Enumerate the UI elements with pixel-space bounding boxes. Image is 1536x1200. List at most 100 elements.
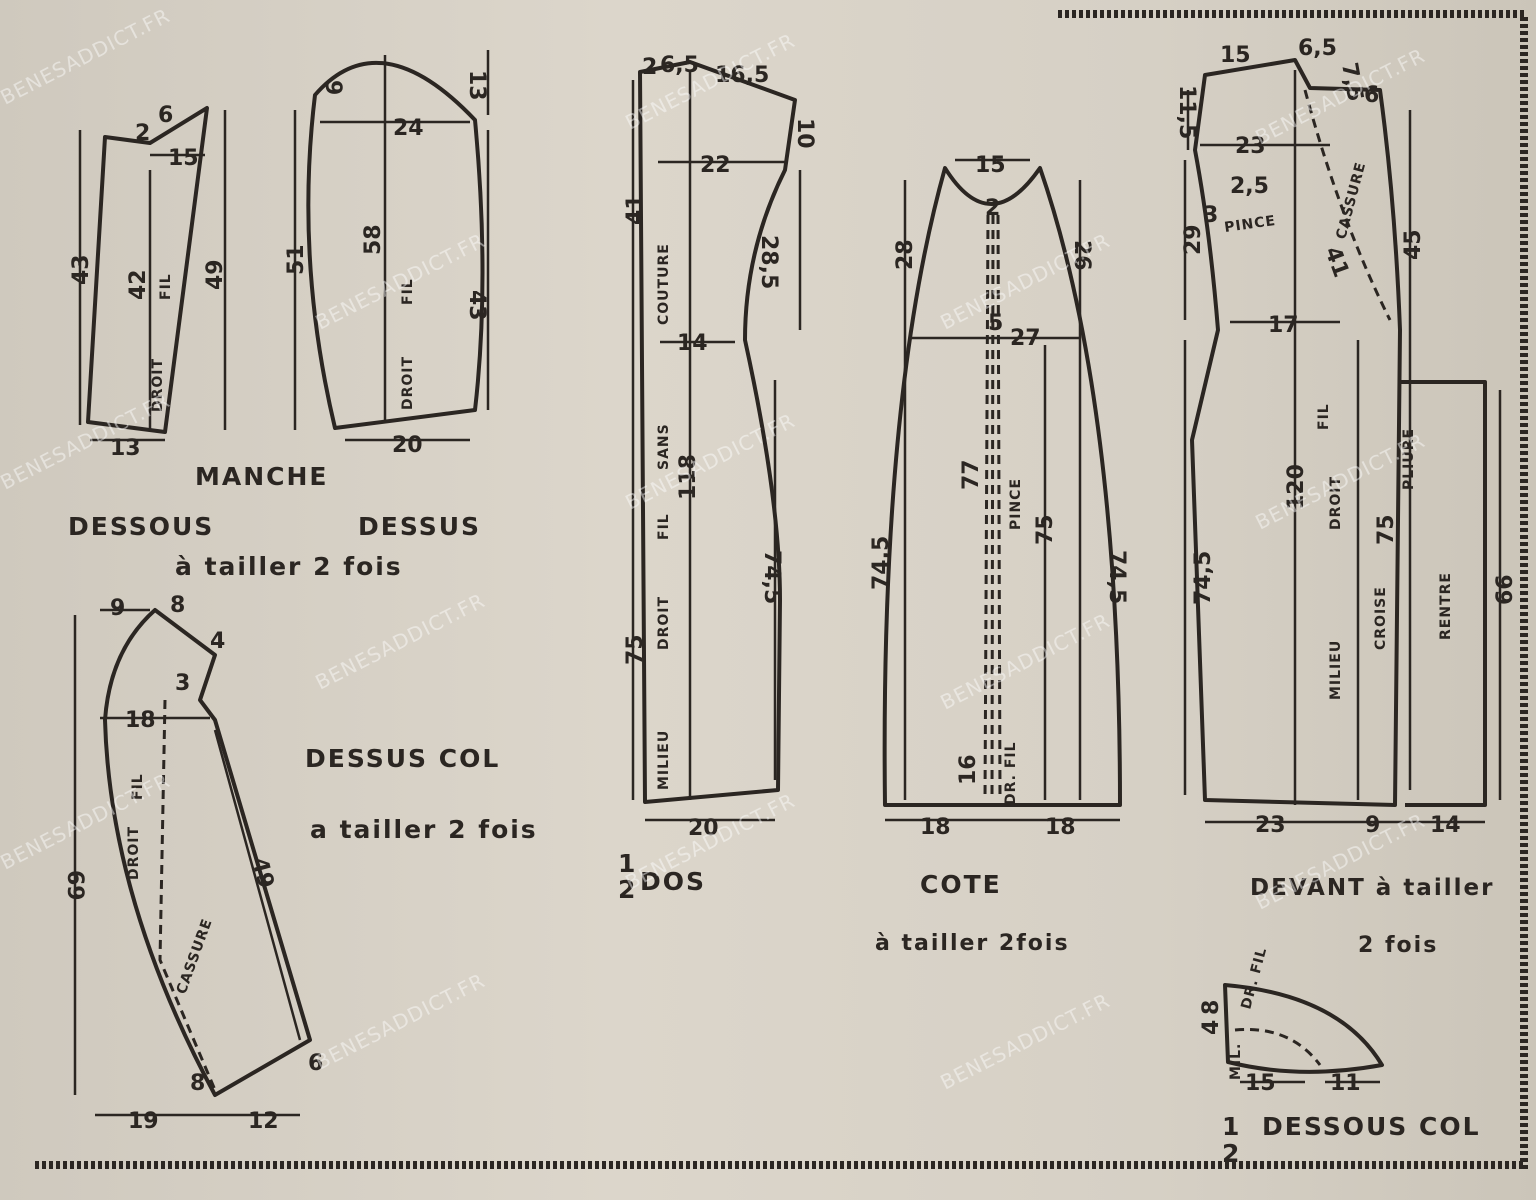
- measurement: 3: [1203, 203, 1218, 228]
- measurement: 9: [110, 596, 125, 621]
- watermark: BENESADDICT.FR: [311, 588, 488, 694]
- measurement: 26: [1069, 240, 1094, 271]
- piece-label: MILIEU: [656, 730, 672, 790]
- watermark: BENESADDICT.FR: [1251, 43, 1428, 149]
- measurement: 118: [676, 454, 701, 500]
- piece-devant: 15 6,5 7,5 6 11,5 23 2,5 3 29 41 45 17 1…: [1174, 36, 1518, 838]
- piece-label: MIL.: [1228, 1043, 1244, 1080]
- measurement: 10: [792, 118, 817, 149]
- watermark: BENESADDICT.FR: [311, 228, 488, 334]
- piece-label: CASSURE: [174, 916, 216, 996]
- measurement: 11,5: [1174, 85, 1199, 139]
- measurement: 120: [1284, 464, 1309, 510]
- watermark: BENESADDICT.FR: [0, 388, 174, 494]
- watermark: BENESADDICT.FR: [0, 768, 174, 874]
- piece-label: DROIT: [126, 826, 142, 880]
- piece-label: FIL: [130, 773, 146, 800]
- measurement: 14: [677, 331, 708, 356]
- measurement: 6,5: [1298, 36, 1337, 61]
- measurement: 75: [623, 634, 648, 665]
- caption-dos: DOS: [640, 867, 706, 896]
- measurement: 15: [168, 146, 199, 171]
- measurement: 14: [1430, 813, 1461, 838]
- measurement: 13: [110, 436, 141, 461]
- measurement: 18: [920, 815, 951, 840]
- piece-label: COUTURE: [656, 243, 672, 325]
- piece-dessus-col: 9 8 4 3 18 69 49 19 12 8 6 FIL DROIT CAS…: [62, 593, 323, 1134]
- piece-label: FIL: [1316, 403, 1332, 430]
- measurement: 43: [69, 254, 94, 285]
- piece-label: CASSURE: [1333, 160, 1369, 241]
- piece-label: DROIT: [150, 358, 166, 412]
- piece-label: RENTRE: [1438, 572, 1454, 640]
- piece-label: PINCE: [1008, 478, 1024, 530]
- caption-half-num: 1: [618, 849, 637, 878]
- measurement: 69: [62, 870, 87, 901]
- piece-label: DROIT: [656, 596, 672, 650]
- measurement: 4: [210, 629, 225, 654]
- watermark: BENESADDICT.FR: [0, 3, 174, 109]
- piece-dessous-col: 4 8 15 11 DR. FIL MIL.: [1199, 946, 1384, 1096]
- measurement: 15: [1245, 1071, 1276, 1096]
- measurement: 8: [190, 1071, 205, 1096]
- measurement: 20: [392, 433, 423, 458]
- piece-label: DR. FIL: [1003, 741, 1019, 805]
- piece-label: DROIT: [1328, 476, 1344, 530]
- piece-label: PINCE: [1223, 213, 1277, 236]
- measurement: 75: [1374, 514, 1399, 545]
- measurement: 49: [246, 855, 278, 891]
- measurement: 24: [393, 116, 424, 141]
- piece-label: PLIURE: [1401, 428, 1417, 490]
- measurement: 77: [959, 459, 984, 490]
- measurement: 15: [1220, 43, 1251, 68]
- piece-label: FIL: [158, 273, 174, 300]
- measurement: 43: [464, 290, 489, 321]
- piece-dos: 2 6,5 16,5 10 22 41 28,5 14 118 74,5 75 …: [623, 53, 817, 841]
- measurement: 11: [1330, 1071, 1361, 1096]
- measurement: 16,5: [715, 63, 769, 88]
- measurement: 15: [975, 153, 1006, 178]
- measurement: 42: [126, 269, 151, 300]
- piece-label: DR. FIL: [1238, 946, 1270, 1012]
- measurement: 66: [1493, 574, 1518, 605]
- measurement: 2: [135, 121, 150, 146]
- caption-manche-cut: à tailler 2 fois: [175, 552, 403, 581]
- measurement: 74,5: [759, 550, 784, 604]
- measurement: 20: [688, 816, 719, 841]
- measurement: 9: [1365, 813, 1380, 838]
- measurement: 51: [284, 244, 309, 275]
- measurement: 13: [464, 70, 489, 101]
- watermark: BENESADDICT.FR: [936, 608, 1113, 714]
- piece-label: FIL: [656, 513, 672, 540]
- caption-devant: DEVANT à tailler: [1250, 875, 1494, 901]
- watermark: BENESADDICT.FR: [621, 788, 798, 894]
- measurement: 4: [1199, 1020, 1224, 1035]
- measurement: 45: [1401, 229, 1426, 260]
- measurement: 2: [642, 55, 657, 80]
- measurement: 2,5: [1230, 174, 1269, 199]
- piece-label: MILIEU: [1328, 640, 1344, 700]
- caption-dessus: DESSUS: [358, 512, 481, 541]
- caption-dessus-col: DESSUS COL: [305, 744, 500, 773]
- measurement: 29: [1181, 224, 1206, 255]
- measurement: 23: [1255, 813, 1286, 838]
- caption-half-num-col: 1: [1222, 1112, 1241, 1141]
- caption-manche: MANCHE: [195, 462, 329, 491]
- piece-label: FIL: [400, 278, 416, 305]
- measurement: 58: [361, 224, 386, 255]
- measurement: 28: [893, 239, 918, 270]
- measurement: 8: [170, 593, 185, 618]
- caption-dessous-col: DESSOUS COL: [1262, 1112, 1481, 1141]
- measurement: 12: [248, 1109, 279, 1134]
- measurement: 18: [1045, 815, 1076, 840]
- caption-cote-cut: à tailler 2fois: [875, 931, 1070, 956]
- dashed-border-top-right: [1058, 10, 1528, 1170]
- piece-manche-dessous: 6 2 15 43 42 49 13 FIL DROIT: [69, 103, 228, 461]
- watermark: BENESADDICT.FR: [936, 228, 1113, 334]
- measurement: 74,5: [1191, 551, 1216, 605]
- measurement: 6: [158, 103, 173, 128]
- caption-half-den: 2: [618, 875, 637, 904]
- measurement: 6,5: [660, 53, 699, 78]
